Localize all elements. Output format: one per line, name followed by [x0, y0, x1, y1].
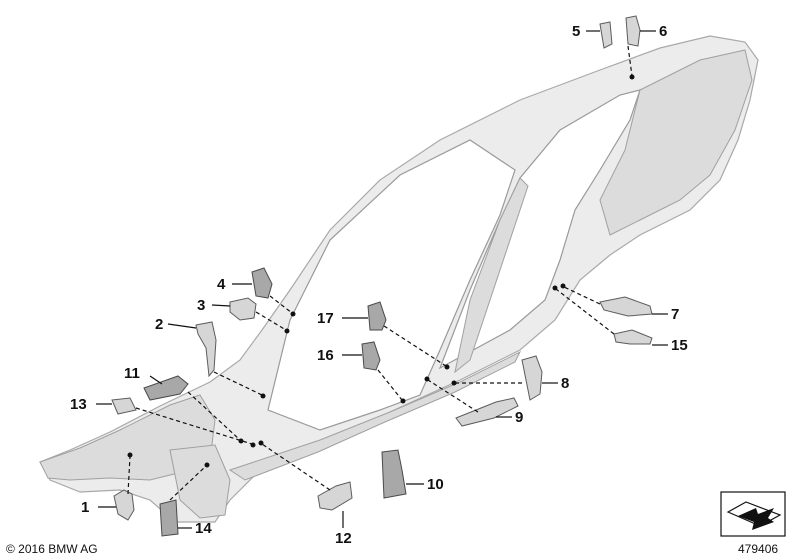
callout-15: 15: [671, 337, 688, 354]
callout-5: 5: [572, 23, 580, 40]
part-12-shape: [317, 481, 353, 511]
document-number: 479406: [738, 542, 779, 556]
callout-6: 6: [659, 23, 667, 40]
part-13-shape: [111, 397, 137, 415]
part-14-shape: [159, 499, 179, 537]
part-15-shape: [613, 329, 653, 345]
part-8-shape: [521, 355, 543, 401]
callout-11: 11: [124, 365, 140, 382]
part-3-shape: [229, 297, 257, 321]
body-side-frame: [39, 35, 759, 523]
part-17-shape: [367, 301, 387, 331]
callout-9: 9: [515, 409, 523, 426]
callout-12: 12: [335, 530, 352, 547]
callout-10: 10: [427, 476, 444, 493]
part-9-shape: [455, 397, 519, 427]
callout-16: 16: [317, 347, 334, 364]
navigation-arrow-icon: [720, 491, 786, 537]
callout-8: 8: [561, 375, 569, 392]
copyright-text: © 2016 BMW AG: [6, 542, 98, 556]
part-1-shape: [113, 489, 135, 521]
callout-14: 14: [195, 520, 212, 537]
leader-lines: [96, 30, 668, 529]
part-10-shape: [381, 449, 407, 499]
callout-13: 13: [70, 396, 87, 413]
part-shapes: [111, 15, 653, 537]
callout-7: 7: [671, 306, 679, 323]
callout-labels: 1 2 3 4 5 6 7 8 9 10 11 12 13 14 15 16 1…: [70, 23, 688, 547]
part-5-shape: [599, 21, 613, 49]
callout-17: 17: [317, 310, 334, 327]
part-16-shape: [361, 341, 381, 371]
part-2-shape: [195, 321, 217, 378]
callout-3: 3: [197, 297, 205, 314]
part-7-shape: [599, 296, 653, 317]
part-6-shape: [625, 15, 641, 47]
callout-4: 4: [217, 276, 226, 293]
callout-1: 1: [81, 499, 89, 516]
part-4-shape: [251, 267, 273, 299]
callout-2: 2: [155, 316, 163, 333]
part-11-shape: [143, 375, 189, 401]
